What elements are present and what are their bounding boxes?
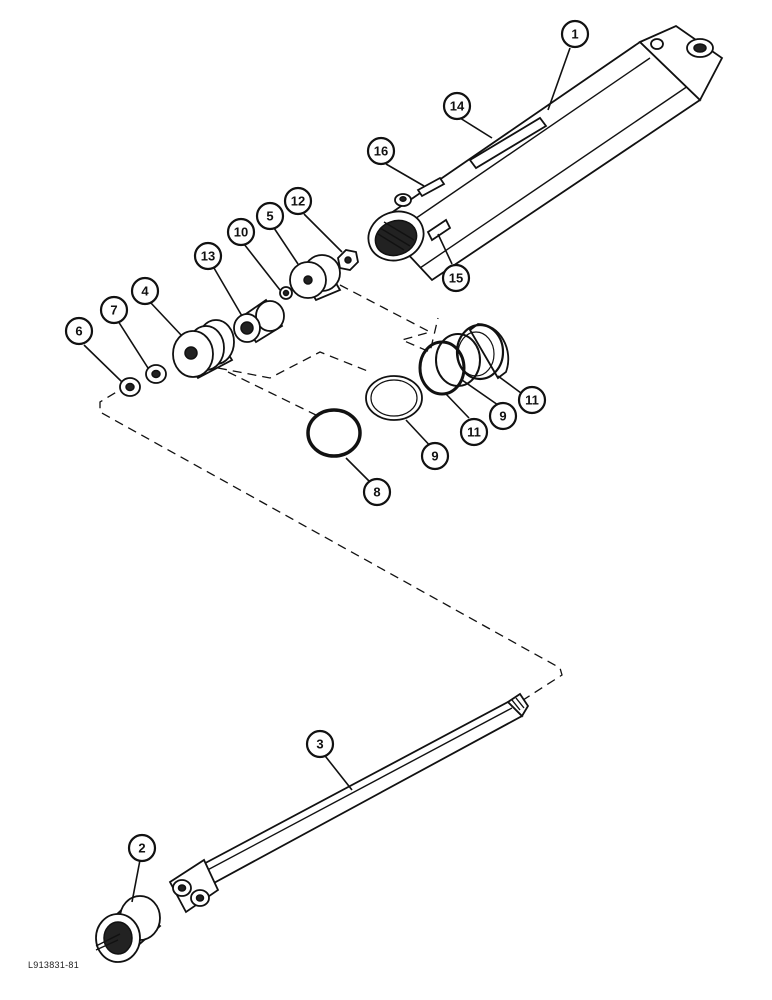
- o-ring: [306, 408, 362, 458]
- washer: [119, 377, 141, 397]
- svg-text:12: 12: [291, 194, 305, 209]
- callout-4: 4: [130, 276, 160, 306]
- piston-rod: [168, 692, 530, 914]
- svg-text:10: 10: [234, 225, 248, 240]
- callout-5: 5: [255, 201, 285, 231]
- callout-9-left: 9: [420, 441, 450, 471]
- cylinder-barrel: [367, 24, 724, 282]
- svg-text:9: 9: [431, 449, 438, 464]
- small-ring: [279, 286, 293, 300]
- svg-text:11: 11: [467, 425, 481, 440]
- piston-nut: [337, 249, 359, 271]
- callout-14: 14: [442, 91, 472, 121]
- callout-13: 13: [193, 241, 223, 271]
- svg-text:3: 3: [316, 737, 323, 752]
- svg-text:8: 8: [373, 485, 380, 500]
- callout-9-right: 9: [488, 401, 518, 431]
- callout-8: 8: [362, 477, 392, 507]
- gland: [172, 319, 235, 380]
- svg-text:2: 2: [138, 841, 145, 856]
- svg-text:15: 15: [449, 271, 463, 286]
- callout-6: 6: [64, 316, 94, 346]
- callout-7: 7: [99, 295, 129, 325]
- piston: [289, 254, 342, 302]
- callout-3: 3: [305, 729, 335, 759]
- svg-text:6: 6: [75, 324, 82, 339]
- svg-text:13: 13: [201, 249, 215, 264]
- callout-16: 16: [366, 136, 396, 166]
- callout-1: 1: [560, 19, 590, 49]
- backup-ring: [365, 375, 423, 421]
- svg-text:14: 14: [450, 99, 465, 114]
- svg-text:16: 16: [374, 144, 388, 159]
- svg-text:4: 4: [141, 284, 149, 299]
- svg-text:5: 5: [266, 209, 273, 224]
- assembly-dashed-lines: [99, 284, 563, 703]
- callout-12: 12: [283, 186, 313, 216]
- svg-text:9: 9: [499, 409, 506, 424]
- callout-15: 15: [441, 263, 471, 293]
- rod-end-collar: [95, 895, 162, 963]
- leader-lines: [83, 47, 571, 903]
- wiper-seal: [145, 364, 167, 384]
- spacer: [233, 298, 285, 344]
- svg-text:7: 7: [110, 303, 117, 318]
- figure-code: L913831-81: [28, 960, 80, 970]
- svg-text:11: 11: [525, 393, 539, 408]
- callout-2: 2: [127, 833, 157, 863]
- piston-ring-group: [418, 323, 510, 396]
- callout-10: 10: [226, 217, 256, 247]
- callout-11-right: 11: [517, 385, 547, 415]
- callout-11-left: 11: [459, 417, 489, 447]
- svg-text:1: 1: [571, 27, 578, 42]
